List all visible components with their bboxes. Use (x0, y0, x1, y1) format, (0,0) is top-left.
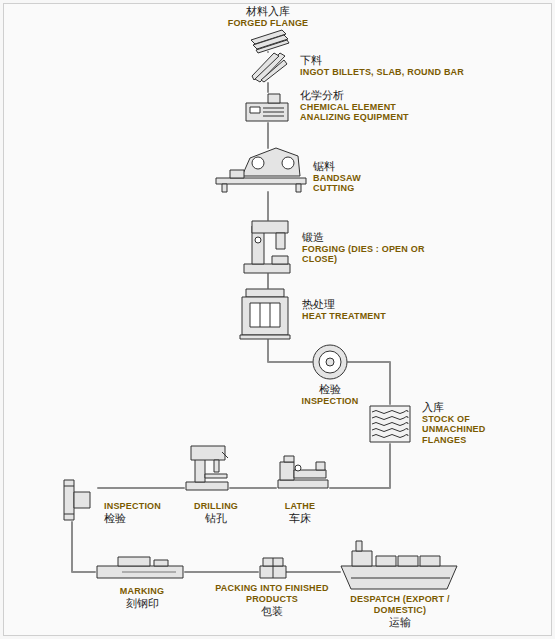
step-name-en: DRILLING (180, 501, 252, 512)
process-step: 锯料BANDSAW CUTTING (215, 148, 307, 192)
flow-line (330, 444, 390, 488)
step-label: DESPATCH (EXPORT / DOMESTIC)运输 (342, 594, 458, 628)
step-label: MARKING刻钢印 (100, 586, 184, 609)
bandsaw-icon (216, 148, 306, 192)
step-name-en: PACKING INTO FINISHED PRODUCTS (212, 583, 332, 605)
step-label: 检验INSPECTION (285, 383, 375, 406)
step-name-en: HEAT TREATMENT (302, 311, 432, 322)
flow-line (268, 192, 269, 220)
step-name-en: DESPATCH (EXPORT / DOMESTIC) (342, 594, 458, 616)
step-label: INSPECTION检验 (104, 501, 194, 524)
step-label: 入库STOCK OF UNMACHINED FLANGES (422, 401, 517, 446)
step-label: DRILLING钻孔 (180, 501, 252, 524)
step-name-zh: 刻钢印 (100, 597, 184, 610)
process-step: MARKING刻钢印 (95, 554, 185, 580)
process-step: PACKING INTO FINISHED PRODUCTS包装 (258, 556, 286, 580)
step-name-en: INSPECTION (104, 501, 194, 512)
flange-stock-icon (370, 406, 410, 442)
process-step: 化学分析CHEMICAL ELEMENT ANALIZING EQUIPMENT (243, 92, 291, 123)
process-step: 检验INSPECTION (312, 344, 348, 380)
step-name-zh: 材料入库 (208, 5, 328, 18)
step-name-zh: 锯料 (313, 160, 393, 173)
step-name-zh: 包装 (212, 605, 332, 618)
step-name-zh: 入库 (422, 401, 517, 414)
step-name-zh: 运输 (342, 616, 458, 629)
lathe-icon (278, 456, 328, 488)
step-label: 热处理HEAT TREATMENT (302, 298, 432, 321)
bar-stock-icon (251, 30, 289, 53)
flow-line (286, 572, 340, 573)
forging-hammer-icon (244, 221, 290, 273)
process-step: DRILLING钻孔 (184, 444, 230, 492)
step-name-en: FORGING (DIES : OPEN OR CLOSE) (302, 244, 452, 266)
package-icon (260, 558, 286, 578)
process-step: 材料入库FORGED FLANGE (250, 30, 290, 52)
step-name-zh: 热处理 (302, 298, 432, 311)
flow-line (268, 123, 269, 148)
step-name-en: MARKING (100, 586, 184, 597)
step-name-en: FORGED FLANGE (208, 18, 328, 29)
process-step: 入库STOCK OF UNMACHINED FLANGES (368, 404, 412, 444)
step-name-zh: 下料 (300, 54, 515, 67)
flow-line (72, 522, 95, 572)
furnace-icon (240, 289, 290, 339)
step-name-en: LATHE (264, 501, 336, 512)
flow-line (268, 83, 269, 92)
step-name-zh: 检验 (104, 512, 194, 525)
ship-icon (341, 541, 457, 589)
process-step: DESPATCH (EXPORT / DOMESTIC)运输 (340, 538, 458, 590)
process-step: 锻造FORGING (DIES : OPEN OR CLOSE) (240, 220, 292, 274)
flow-line (268, 274, 269, 288)
process-step: LATHE车床 (276, 454, 330, 490)
step-name-zh: 化学分析 (300, 89, 440, 102)
step-label: 锯料BANDSAW CUTTING (313, 160, 393, 194)
step-label: 锻造FORGING (DIES : OPEN OR CLOSE) (302, 231, 452, 265)
analyzer-icon (246, 94, 288, 121)
billet-icon (252, 53, 287, 82)
process-step: INSPECTION检验 (62, 478, 98, 522)
step-label: LATHE车床 (264, 501, 336, 524)
flow-line (268, 340, 312, 362)
step-label: 材料入库FORGED FLANGE (208, 5, 328, 28)
step-label: PACKING INTO FINISHED PRODUCTS包装 (212, 583, 332, 617)
step-name-en: INGOT BILLETS, SLAB, ROUND BAR (300, 67, 515, 78)
step-name-en: STOCK OF UNMACHINED FLANGES (422, 414, 517, 446)
step-name-en: INSPECTION (285, 396, 375, 407)
step-name-en: CHEMICAL ELEMENT ANALIZING EQUIPMENT (300, 102, 440, 124)
flow-line (230, 488, 276, 489)
inspection-gauge-icon (313, 345, 347, 379)
marking-machine-icon (97, 557, 183, 578)
step-name-zh: 锻造 (302, 231, 452, 244)
step-name-zh: 钻孔 (180, 512, 252, 525)
flange-profile-icon (64, 480, 90, 520)
drilling-machine-icon (186, 446, 228, 490)
process-step: 热处理HEAT TREATMENT (240, 288, 290, 340)
step-name-zh: 检验 (285, 383, 375, 396)
process-step: 下料INGOT BILLETS, SLAB, ROUND BAR (252, 52, 287, 83)
step-label: 化学分析CHEMICAL ELEMENT ANALIZING EQUIPMENT (300, 89, 440, 123)
step-label: 下料INGOT BILLETS, SLAB, ROUND BAR (300, 54, 515, 77)
flow-line (98, 488, 184, 489)
flow-line (185, 572, 258, 573)
step-name-en: BANDSAW CUTTING (313, 173, 393, 195)
step-name-zh: 车床 (264, 512, 336, 525)
